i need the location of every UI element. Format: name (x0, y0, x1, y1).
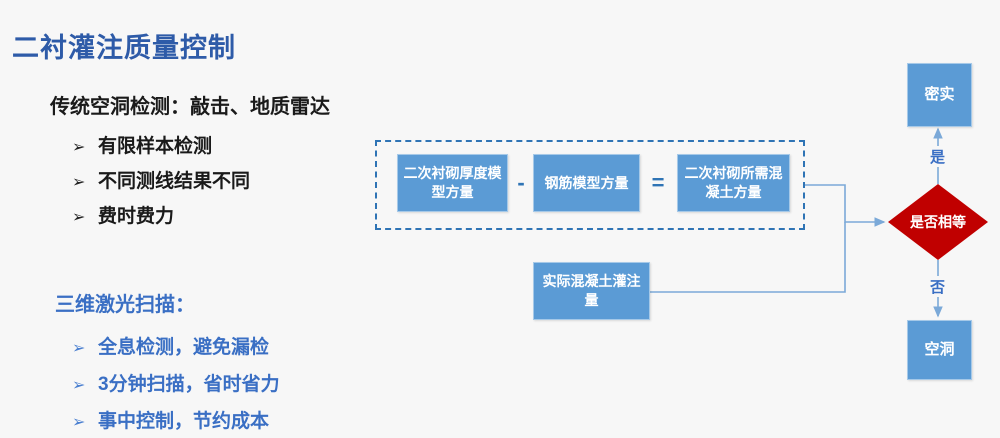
list-item: ➢ 全息检测，避免漏检 (72, 332, 269, 359)
list-item-label: 全息检测，避免漏检 (98, 337, 270, 358)
laser-scanning-group: 三维激光扫描： (55, 288, 425, 317)
formula-term-label: 钢筋模型方量 (544, 174, 629, 191)
decision-label: 是否相等 (910, 214, 966, 230)
list-item-label: 有限样本检测 (98, 136, 213, 157)
formula-term-rebar-model-volume: 钢筋模型方量 (533, 154, 640, 212)
traditional-detection-group: 传统空洞检测：敲击、地质雷达 (50, 90, 420, 119)
edge-label-yes: 是 (927, 146, 949, 167)
decision-diamond: 是否相等 (888, 184, 988, 260)
arrow-bullet-icon: ➢ (72, 209, 86, 226)
list-item: ➢ 事中控制，节约成本 (72, 406, 269, 433)
connector-actual-to-decision (650, 222, 846, 293)
list-item: ➢ 不同测线结果不同 (72, 166, 250, 193)
list-item: ➢ 有限样本检测 (72, 131, 212, 158)
list-item-label: 费时费力 (98, 206, 175, 227)
traditional-detection-heading: 传统空洞检测：敲击、地质雷达 (50, 96, 330, 118)
list-item-label: 事中控制，节约成本 (98, 411, 270, 432)
outcome-label: 空洞 (924, 340, 955, 358)
laser-scanning-heading: 三维激光扫描： (55, 294, 195, 316)
formula-term-required-concrete-volume: 二次衬砌所需混凝土方量 (677, 154, 790, 212)
formula-term-label: 二次衬砌所需混凝土方量 (684, 165, 783, 200)
arrow-bullet-icon: ➢ (72, 377, 86, 394)
edge-label-no: 否 (927, 276, 949, 297)
list-item: ➢ 3分钟扫描，省时省力 (72, 369, 280, 396)
outcome-box-void: 空洞 (907, 320, 972, 380)
page-title: 二衬灌注质量控制 (12, 33, 236, 63)
outcome-box-dense: 密实 (907, 63, 972, 127)
operator-minus: - (517, 170, 525, 195)
list-item: ➢ 费时费力 (72, 201, 174, 228)
arrow-bullet-icon: ➢ (72, 340, 86, 357)
operator-equals: = (651, 170, 665, 195)
list-item-label: 不同测线结果不同 (98, 171, 251, 192)
formula-term-label: 二次衬砌厚度模型方量 (403, 165, 502, 200)
actual-concrete-volume-label: 实际混凝土灌注量 (542, 273, 641, 308)
formula-term-lining-thickness-volume: 二次衬砌厚度模型方量 (397, 154, 508, 212)
list-item-label: 3分钟扫描，省时省力 (98, 374, 280, 395)
connector-formula-to-decision (805, 184, 886, 227)
arrow-bullet-icon: ➢ (72, 414, 86, 431)
actual-concrete-volume-box: 实际混凝土灌注量 (533, 262, 650, 320)
arrow-bullet-icon: ➢ (72, 139, 86, 156)
formula-group-boundary (375, 140, 805, 230)
arrow-bullet-icon: ➢ (72, 174, 86, 191)
outcome-label: 密实 (924, 85, 955, 103)
